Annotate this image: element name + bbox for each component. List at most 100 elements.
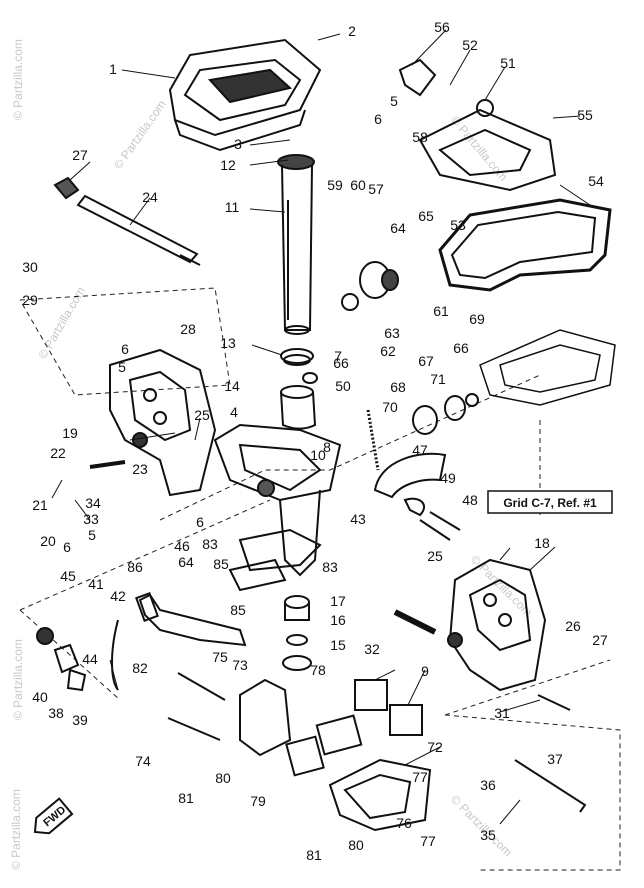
part-clamp-bracket-right: [447, 558, 547, 692]
part-lower-bushings: [282, 595, 312, 671]
group-boundaries: [19, 287, 621, 871]
forward-arrow: FWD: [33, 797, 74, 835]
part-bushings: [280, 348, 318, 430]
callout-18: 18: [534, 535, 550, 551]
callout-52: 52: [462, 37, 478, 53]
callout-19: 19: [62, 425, 78, 441]
callout-63: 63: [384, 325, 400, 341]
callout-43: 43: [350, 511, 366, 527]
callout-78: 78: [310, 662, 326, 678]
callout-66: 66: [453, 340, 469, 356]
part-steering-bracket: [168, 38, 322, 152]
callout-81: 81: [306, 847, 322, 863]
callout-6: 6: [374, 111, 382, 127]
callout-29: 29: [22, 292, 38, 308]
callout-73: 73: [232, 657, 248, 673]
callout-11: 11: [225, 199, 240, 215]
callout-22: 22: [50, 445, 66, 461]
part-steering-shaft: [277, 154, 315, 335]
callout-86: 86: [127, 559, 143, 575]
callout-27: 27: [72, 147, 88, 163]
part-lower-covers: [239, 678, 432, 832]
callout-62: 62: [380, 343, 396, 359]
callout-51: 51: [500, 55, 516, 71]
callout-61: 61: [433, 303, 449, 319]
part-upper-mount: [398, 58, 612, 292]
watermark-3: © Partzilla.com: [35, 284, 88, 361]
callout-81: 81: [178, 790, 194, 806]
callout-32: 32: [364, 641, 380, 657]
part-rubber-mounts: [341, 261, 479, 435]
part-switch-boxes: [285, 679, 423, 777]
callout-85: 85: [213, 556, 229, 572]
callout-41: 41: [88, 576, 104, 592]
callout-27: 27: [592, 632, 608, 648]
part-tilt-shaft: [53, 176, 201, 266]
callout-56: 56: [434, 19, 450, 35]
callout-33: 33: [83, 511, 99, 527]
callout-54: 54: [588, 173, 604, 189]
callout-17: 17: [330, 593, 346, 609]
watermark-2: © Partzilla.com: [111, 97, 169, 171]
callout-42: 42: [110, 588, 126, 604]
callout-57: 57: [368, 181, 384, 197]
callout-75: 75: [212, 649, 228, 665]
part-bolts: [89, 460, 587, 813]
callout-85: 85: [230, 602, 246, 618]
callout-6: 6: [63, 539, 71, 555]
part-thrust-plate: [228, 528, 322, 592]
part-tilt-lever: [135, 592, 247, 647]
callout-40: 40: [32, 689, 48, 705]
callout-83: 83: [202, 536, 218, 552]
callout-79: 79: [250, 793, 266, 809]
callout-74: 74: [135, 753, 151, 769]
callout-6: 6: [196, 514, 204, 530]
callout-20: 20: [40, 533, 56, 549]
callout-68: 68: [390, 379, 406, 395]
callout-34: 34: [85, 495, 101, 511]
callout-39: 39: [72, 712, 88, 728]
callout-69: 69: [469, 311, 485, 327]
callout-1: 1: [109, 61, 117, 77]
callout-5: 5: [390, 93, 398, 109]
callout-3: 3: [234, 136, 242, 152]
callout-67: 67: [418, 353, 434, 369]
watermark-1: © Partzilla.com: [11, 39, 25, 120]
callout-82: 82: [132, 660, 148, 676]
callout-77: 77: [420, 833, 436, 849]
callout-53: 53: [450, 217, 466, 233]
callout-72: 72: [427, 739, 443, 755]
callout-76: 76: [396, 815, 412, 831]
leader-lines: [51, 29, 591, 825]
part-tilt-arm: [366, 409, 451, 541]
callout-15: 15: [330, 637, 346, 653]
callout-6: 6: [121, 341, 129, 357]
part-lower-plate: [479, 329, 616, 406]
grid-reference-note: Grid C-7, Ref. #1: [487, 490, 613, 514]
callout-24: 24: [142, 189, 158, 205]
callout-38: 38: [48, 705, 64, 721]
callout-71: 71: [430, 371, 446, 387]
callout-46: 46: [174, 538, 190, 554]
callout-13: 13: [220, 335, 236, 351]
callout-58: 58: [412, 129, 428, 145]
part-clip-assembly: [36, 619, 119, 692]
callout-47: 47: [412, 442, 428, 458]
callout-21: 21: [32, 497, 48, 513]
callout-70: 70: [382, 399, 398, 415]
callout-37: 37: [547, 751, 563, 767]
callout-55: 55: [577, 107, 593, 123]
watermark-7: © Partzilla.com: [9, 789, 23, 870]
callout-66: 66: [333, 355, 349, 371]
callout-8: 8: [323, 439, 331, 455]
callout-83: 83: [322, 559, 338, 575]
callout-5: 5: [118, 359, 126, 375]
callout-12: 12: [220, 157, 236, 173]
callout-7: 7: [334, 348, 342, 364]
callout-2: 2: [348, 23, 356, 39]
callout-25: 25: [194, 407, 210, 423]
callout-5: 5: [88, 527, 96, 543]
callout-4: 4: [230, 404, 238, 420]
callout-64: 64: [178, 554, 194, 570]
grid-reference-text: Grid C-7, Ref. #1: [503, 496, 597, 510]
